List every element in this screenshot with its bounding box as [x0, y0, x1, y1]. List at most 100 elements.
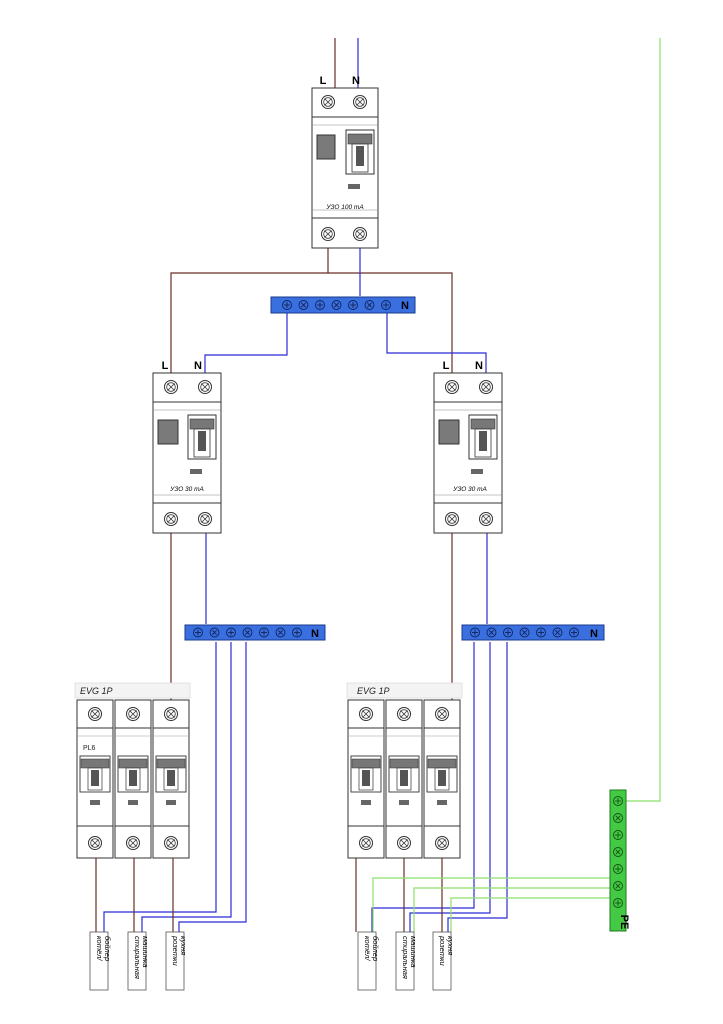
busbar-screw-icon — [536, 627, 546, 638]
breaker-3 — [423, 699, 461, 859]
indicator-window — [348, 184, 360, 189]
n-busbar-left-label: N — [311, 628, 319, 640]
terminal-screw-icon — [353, 95, 367, 109]
cable-tag-kitchen: розетки кухня — [432, 931, 455, 991]
terminal-screw-icon — [88, 707, 102, 721]
terminal-screw-icon — [479, 512, 493, 526]
test-button — [157, 419, 179, 445]
busbar-screw-icon — [226, 627, 236, 638]
neutral-to-right-rcd — [386, 313, 487, 383]
toggle-lever-icon — [187, 414, 217, 460]
right-breaker-block: EVG 1P — [346, 682, 463, 859]
right-breaker-header: EVG 1P — [357, 686, 390, 696]
breaker-3 — [152, 699, 190, 859]
busbar-screw-icon — [292, 627, 302, 638]
toggle-lever-icon — [117, 755, 149, 793]
cable-tag-washer: стиральная машинка — [127, 931, 150, 991]
main-phase-out-right — [328, 272, 453, 383]
busbar-screw-icon — [193, 627, 203, 638]
terminal-screw-icon — [353, 227, 367, 241]
terminal-screw-icon — [397, 836, 411, 850]
indicator-window — [361, 800, 371, 805]
terminal-screw-icon — [164, 512, 178, 526]
busbar-screw-icon — [331, 300, 342, 310]
busbar-screw-icon — [348, 300, 358, 310]
n-busbar-right: N — [461, 624, 605, 641]
toggle-lever-icon — [79, 755, 111, 793]
busbar-screw-icon — [275, 627, 286, 638]
pe-busbar-label: PE — [618, 915, 630, 930]
indicator-window — [128, 800, 138, 805]
left-neutral-cable-1 — [103, 642, 217, 932]
right-cable-tags: котёл/ бойлер стиральная машинка розетки… — [357, 931, 455, 991]
terminal-screw-icon — [435, 836, 449, 850]
busbar-screw-icon — [470, 627, 480, 638]
indicator-window — [437, 800, 447, 805]
terminal-screw-icon — [198, 380, 212, 394]
terminal-screw-icon — [435, 707, 449, 721]
left-breaker-block: EVG 1P PL6 — [74, 682, 191, 859]
busbar-screw-icon — [364, 300, 375, 310]
busbar-screw-icon — [613, 830, 623, 840]
n-busbar-right-label: N — [590, 628, 598, 640]
cable-tag-line2: машинка — [141, 936, 150, 968]
terminal-screw-icon — [397, 707, 411, 721]
right-rcd-label: УЗО 30 mA — [452, 486, 487, 493]
toggle-lever-icon — [426, 755, 458, 793]
right-rcd: УЗО 30 mA L N — [433, 360, 503, 534]
cable-tag-line1: котёл/ — [363, 936, 372, 961]
busbar-screw-icon — [569, 627, 579, 638]
terminal-screw-icon — [359, 707, 373, 721]
pe-cable-1 — [372, 877, 610, 932]
terminal-screw-icon — [198, 512, 212, 526]
toggle-lever-icon — [388, 755, 420, 793]
breaker-1 — [76, 699, 114, 859]
toggle-lever-icon — [468, 414, 498, 460]
indicator-window — [166, 800, 176, 805]
supply-label-n: N — [352, 75, 360, 87]
busbar-screw-icon — [315, 300, 325, 310]
busbar-screw-icon — [209, 627, 220, 638]
wires — [95, 38, 661, 932]
busbar-screw-icon — [552, 627, 563, 638]
left-rcd: УЗО 30 mA L N — [152, 360, 222, 534]
cable-tag-line1: котёл/ — [95, 936, 104, 961]
right-neutral-cable-2 — [409, 642, 491, 932]
busbar-screw-icon — [486, 627, 497, 638]
left-rcd-label-l: L — [162, 360, 169, 372]
terminal-screw-icon — [321, 227, 335, 241]
terminal-screw-icon — [479, 380, 493, 394]
pe-cable-3 — [450, 897, 610, 932]
busbar-screw-icon — [381, 300, 391, 310]
busbar-screw-icon — [613, 847, 623, 857]
cable-tag-boiler: котёл/ бойлер — [357, 931, 380, 991]
right-neutral-cable-3 — [447, 642, 508, 932]
terminal-screw-icon — [88, 836, 102, 850]
cable-tag-washer: стиральная машинка — [395, 931, 418, 991]
busbar-screw-icon — [613, 796, 623, 806]
pe-cable-2 — [413, 887, 610, 932]
cable-tag-line2: кухня — [446, 936, 455, 955]
terminal-screw-icon — [126, 836, 140, 850]
busbar-screw-icon — [613, 813, 623, 823]
pe-busbar: PE — [609, 789, 630, 932]
earth-supply-wire — [626, 38, 661, 802]
cable-tag-line1: розетки — [171, 935, 180, 967]
left-neutral-cable-2 — [141, 642, 232, 932]
cable-tag-line1: стиральная — [401, 936, 410, 979]
indicator-window — [471, 469, 483, 474]
busbar-screw-icon — [613, 881, 623, 891]
main-rcd-label: УЗО 100 mA — [325, 204, 363, 211]
terminal-screw-icon — [164, 836, 178, 850]
cable-tag-boiler: котёл/ бойлер — [89, 931, 112, 991]
right-rcd-label-n: N — [475, 360, 483, 372]
terminal-screw-icon — [164, 707, 178, 721]
right-neutral-cable-1 — [371, 642, 475, 932]
terminal-screw-icon — [359, 836, 373, 850]
left-breaker-header: EVG 1P — [80, 686, 113, 696]
indicator-window — [90, 800, 100, 805]
neutral-to-left-rcd — [204, 313, 288, 383]
toggle-lever-icon — [345, 129, 375, 175]
busbar-screw-icon — [613, 864, 623, 874]
